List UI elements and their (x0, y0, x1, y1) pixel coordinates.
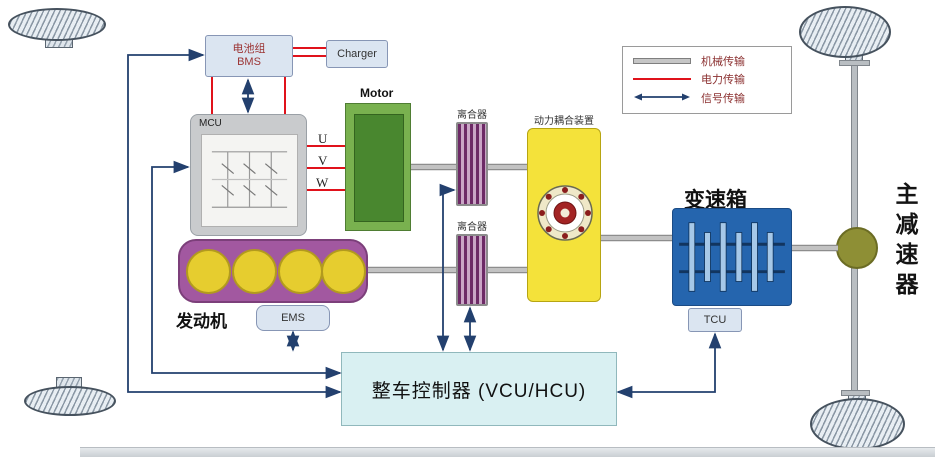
gearbox-label: 变速箱 (684, 189, 747, 212)
wheel-rear-right (810, 398, 905, 450)
engine-cylinder-1 (186, 249, 231, 294)
engine-box (178, 239, 368, 303)
signal-arrow-sample (633, 89, 691, 107)
planetary-gear-icon (537, 185, 593, 241)
engine-cylinder-3 (278, 249, 323, 294)
wheel-front-right (799, 6, 891, 58)
phase-v-label: V (318, 153, 328, 168)
vcu-box: 整车控制器 (VCU/HCU) (341, 352, 617, 426)
clutch-top-label: 离合器 (457, 110, 487, 121)
battery-bms-box: 电池组 BMS (205, 35, 293, 77)
inverter-circuit-panel (201, 134, 298, 227)
legend-row-signal: 信号传输 (633, 89, 781, 107)
battery-label: 电池组 (232, 43, 266, 55)
engine-label: 发动机 (176, 312, 227, 331)
ems-box: EMS (256, 305, 330, 331)
clutch-bottom-label: 离合器 (457, 222, 487, 233)
mcu-box: MCU (190, 114, 307, 236)
clutch-top-box (456, 122, 488, 206)
legend-label-signal: 信号传输 (701, 93, 745, 105)
vcu-label: 整车控制器 (VCU/HCU) (371, 380, 587, 402)
tcu-box: TCU (688, 308, 742, 332)
motor-box (345, 103, 411, 231)
gearbox-box (672, 208, 792, 306)
engine-cylinder-2 (232, 249, 277, 294)
engine-cylinder-4 (321, 249, 366, 294)
motor-label: Motor (360, 86, 394, 100)
final-drive-unit (836, 227, 878, 269)
legend-label-mechanical: 机械传输 (701, 56, 745, 68)
electrical-line-sample (633, 78, 691, 80)
rear-axle-top-cap (839, 60, 870, 66)
mechanical-line-sample (633, 58, 691, 64)
legend: 机械传输 电力传输 信号传输 (622, 46, 792, 114)
ground-strip (80, 447, 935, 457)
gear-train-drawing (679, 222, 785, 292)
rear-axle-bottom-cap (841, 390, 870, 396)
ems-label: EMS (281, 312, 305, 324)
wheel-rear-left (24, 386, 116, 416)
coupling-label: 动力耦合装置 (534, 116, 594, 127)
motor-core (354, 114, 404, 222)
tcu-label: TCU (703, 314, 727, 326)
charger-box: Charger (326, 40, 388, 68)
phase-u-label: U (318, 131, 328, 146)
legend-label-electrical: 电力传输 (701, 74, 745, 86)
bms-label: BMS (237, 56, 261, 68)
mcu-label: MCU (199, 118, 222, 129)
coupling-box (527, 128, 601, 302)
clutch-bottom-box (456, 234, 488, 306)
legend-row-mechanical: 机械传输 (633, 53, 781, 69)
legend-row-electrical: 电力传输 (633, 71, 781, 87)
inverter-circuit-drawing (211, 151, 288, 208)
phase-w-label: W (316, 175, 329, 190)
charger-label: Charger (337, 48, 377, 60)
wheel-front-left (8, 8, 106, 41)
final-drive-label: 主减速器 (892, 182, 918, 302)
